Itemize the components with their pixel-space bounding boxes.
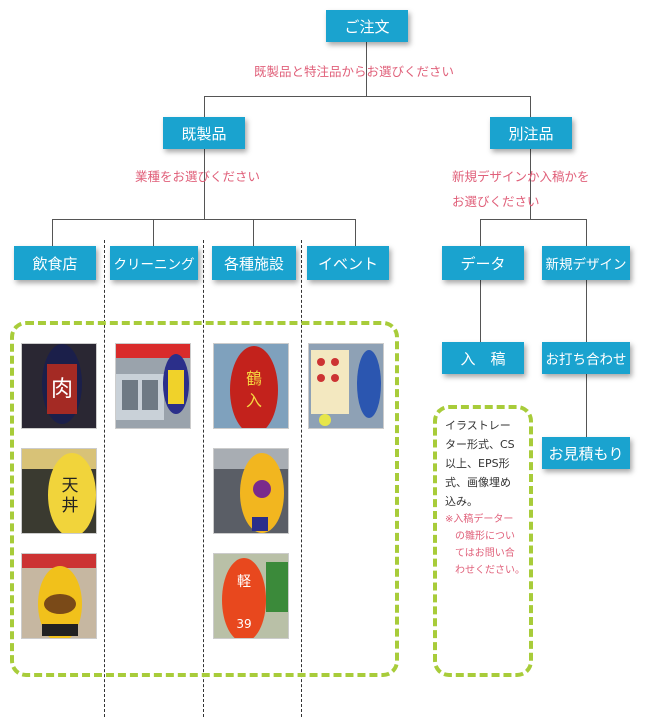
upload-note-line: 式、画像埋め — [445, 476, 511, 489]
connector — [586, 373, 587, 437]
column-divider — [301, 240, 302, 717]
upload-note-frame — [433, 405, 533, 677]
tendon-balloon-photo: 天丼 — [21, 448, 97, 534]
connector — [480, 219, 481, 246]
curry-balloon-photo — [21, 553, 97, 639]
ready-made-box[interactable]: 既製品 — [163, 117, 245, 149]
upload-note-line: 以上、EPS形 — [445, 457, 510, 470]
svg-text:軽: 軽 — [237, 574, 251, 590]
connector — [530, 96, 531, 118]
connector — [204, 96, 531, 97]
connector — [52, 219, 356, 220]
svg-text:39: 39 — [236, 617, 251, 631]
tsuru-balloon-photo: 鶴入 — [213, 343, 289, 429]
custom-note-line1: 新規デザインか入稿かを — [452, 169, 590, 184]
svg-text:天: 天 — [62, 476, 79, 496]
connector — [366, 41, 367, 96]
custom-box[interactable]: 別注品 — [490, 117, 572, 149]
new-design-box[interactable]: 新規デザイン — [542, 246, 630, 280]
connector — [586, 219, 587, 246]
connector — [530, 148, 531, 220]
connector — [253, 219, 254, 246]
column-divider — [104, 240, 105, 717]
svg-text:入: 入 — [246, 391, 262, 410]
upload-warning-line: ※入稿データー — [445, 514, 514, 525]
category-restaurant[interactable]: 飲食店 — [14, 246, 96, 280]
root-note: 既製品と特注品からお選びください — [254, 64, 455, 79]
event-balloon-photo — [308, 343, 384, 429]
upload-warning-line: の雛形につい — [445, 531, 515, 542]
connector — [204, 96, 205, 118]
category-event[interactable]: イベント — [307, 246, 389, 280]
svg-text:鶴: 鶴 — [246, 369, 262, 388]
connector — [153, 219, 154, 246]
connector — [480, 219, 587, 220]
upload-note-line: ター形式、CS — [445, 438, 515, 451]
connector — [480, 280, 481, 342]
category-cleaning[interactable]: クリーニング — [110, 246, 198, 280]
estimate-box[interactable]: お見積もり — [542, 437, 630, 469]
upload-note-line: 込み。 — [445, 495, 478, 508]
svg-text:丼: 丼 — [62, 496, 79, 516]
upload-note: イラストレー ター形式、CS 以上、EPS形 式、画像埋め 込み。 ※入稿データ… — [445, 416, 531, 579]
upload-note-line: イラストレー — [445, 419, 511, 432]
column-divider — [203, 240, 204, 717]
shoes-balloon-photo: 軽 39 — [213, 553, 289, 639]
svg-text:肉: 肉 — [51, 377, 73, 402]
cleaning-balloon-photo — [115, 343, 191, 429]
upload-box[interactable]: 入 稿 — [442, 342, 524, 374]
order-box[interactable]: ご注文 — [326, 10, 408, 42]
upload-warning-line: わせください。 — [445, 565, 525, 576]
connector — [204, 148, 205, 220]
custom-note-line2: お選びください — [452, 194, 540, 209]
connector — [52, 219, 53, 246]
connector — [586, 280, 587, 342]
meeting-box[interactable]: お打ち合わせ — [542, 342, 630, 374]
data-box[interactable]: データ — [442, 246, 524, 280]
connector — [355, 219, 356, 246]
upload-warning-line: てはお問い合 — [445, 548, 515, 559]
photo-frame — [10, 321, 399, 677]
category-facility[interactable]: 各種施設 — [212, 246, 296, 280]
ready-made-note: 業種をお選びください — [135, 169, 261, 184]
yakiniku-balloon-photo: 肉 — [21, 343, 97, 429]
karaoke-balloon-photo — [213, 448, 289, 534]
